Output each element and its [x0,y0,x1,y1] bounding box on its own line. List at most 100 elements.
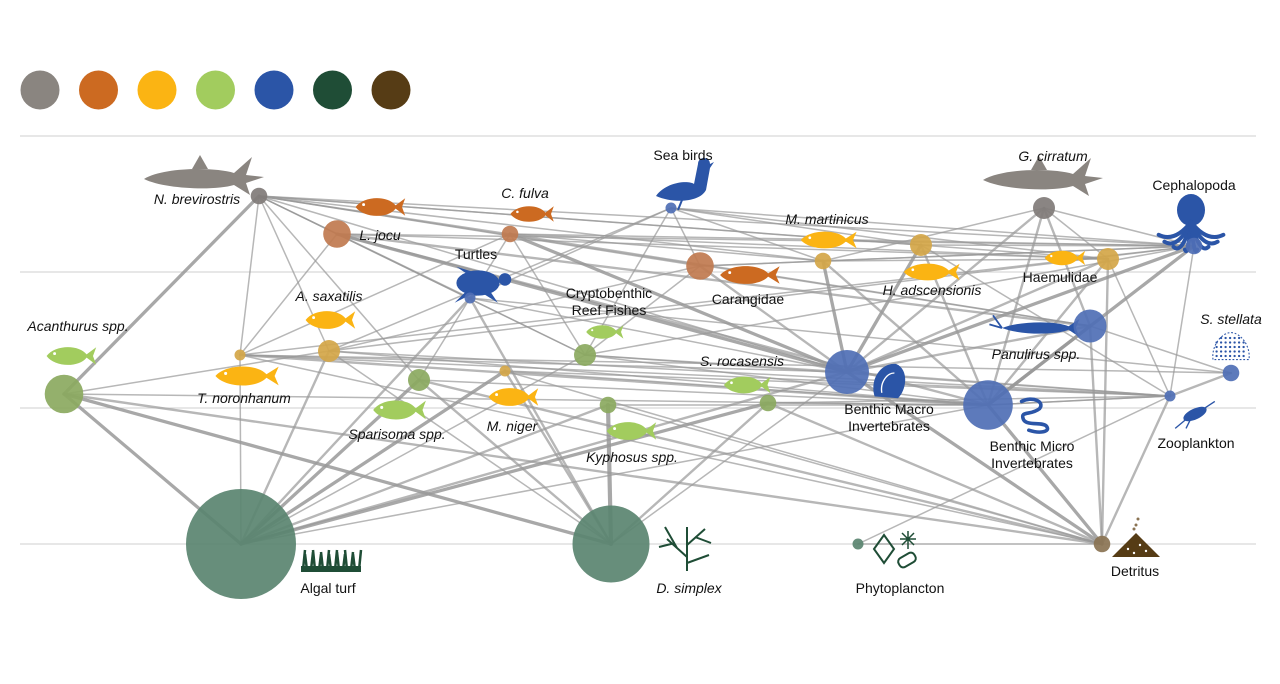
trophic-link [857,395,1171,545]
small-fish-icon [586,325,624,339]
label-sroca: S. rocasensis [700,353,784,369]
trophic-link [328,350,612,545]
label-dsimp: D. simplex [656,580,722,596]
trophic-link [986,206,1046,407]
shark-icon [144,155,264,195]
trophic-link [670,207,824,262]
shell-icon [873,363,906,399]
trophic-link [699,260,824,267]
trophic-link [670,207,922,246]
chub-fish-icon [606,422,657,440]
node-crypto [574,344,596,366]
node-caran [686,252,714,280]
trophic-link [336,233,586,356]
node-haem [1097,248,1119,270]
node-sroca [759,394,777,412]
trophic-link [670,207,1195,247]
node-nbrev [250,187,268,205]
trophic-link [670,207,1109,260]
label-turtles: Turtles [455,246,497,262]
trophic-link [1088,324,1104,546]
diatom-icon [872,531,917,569]
trophic-link [509,233,824,262]
species-icons [46,155,1250,572]
node-acan [44,374,84,414]
trophic-link [845,257,1110,374]
label-detr: Detritus [1111,563,1159,579]
trophic-link [987,395,1171,406]
trophic-link [1169,245,1195,397]
detritus-pile-icon [1112,517,1160,557]
label-asax: A. saxatilis [295,288,363,304]
trophic-link [1043,207,1195,247]
squirrelfish-icon [903,263,960,281]
legend-swatch [137,70,177,110]
grouper-fish-icon [510,206,554,222]
label-kypho: Kyphosus spp. [586,449,678,465]
trophic-link [469,297,1232,374]
label-caran: Carangidae [712,291,785,307]
trophic-link [610,371,848,545]
label-algal: Algal turf [300,580,355,596]
trophic-link [239,245,1195,356]
trophic-link [822,207,1045,262]
label-haem: Haemulidae [1023,269,1098,285]
nurse-shark-icon [983,156,1103,196]
trophic-link [1042,206,1092,328]
triggerfish-icon [488,388,539,406]
node-bmacro [825,350,869,394]
trophic-link [1100,257,1110,546]
node-spari [408,369,430,391]
trophic-link [239,403,610,546]
node-tnoro [234,349,246,361]
label-nbrev: N. brevirostris [154,191,240,207]
worm-icon [1019,397,1050,434]
trophic-link [607,404,1103,545]
node-mmart [814,252,832,270]
trophic-link [62,392,1104,546]
trophic-link [417,378,1104,546]
trophic-link [62,194,261,396]
damselfish-icon [305,311,356,329]
trophic-link [1168,371,1233,398]
turtle-icon [454,266,512,303]
wrasse-icon [215,366,279,386]
trophic-link [584,265,701,356]
damsel-fish-icon [724,376,771,394]
trophic-link [469,297,848,373]
trophic-link [1100,394,1172,546]
color-legend [20,70,411,110]
node-ljocu [323,220,351,248]
trophic-link [239,401,770,546]
label-tnoro: T. noronhanum [197,390,291,406]
legend-swatch [79,70,118,110]
label-birds: Sea birds [653,147,712,163]
trophic-link [509,233,586,356]
legend-swatch [254,70,294,110]
label-mniger: M. niger [487,418,539,434]
trophic-link [508,232,849,374]
node-algal [186,489,296,599]
label-hadsc: H. adscensionis [883,282,982,298]
grunt-fish-icon [1044,250,1086,266]
trophic-link [239,233,338,356]
seaweed-icon [658,526,712,571]
label-zoo: Zooplankton [1157,435,1234,451]
coral-icon [1212,332,1250,361]
label-ljocu: L. jocu [359,227,400,243]
trophic-link [239,195,260,356]
label-bmacro: Invertebrates [848,418,930,434]
label-crypto: Cryptobenthic [566,285,652,301]
trophic-link [509,233,1091,327]
label-bmicro: Invertebrates [991,455,1073,471]
goatfish-icon [800,231,857,249]
trophic-link [418,233,511,381]
trophic-link [62,392,613,546]
node-birds [665,202,677,214]
node-sstel [1222,364,1240,382]
trophic-link [239,370,849,546]
trophic-link [986,403,1104,546]
trophic-link [845,324,1092,374]
trophic-link [239,296,472,546]
